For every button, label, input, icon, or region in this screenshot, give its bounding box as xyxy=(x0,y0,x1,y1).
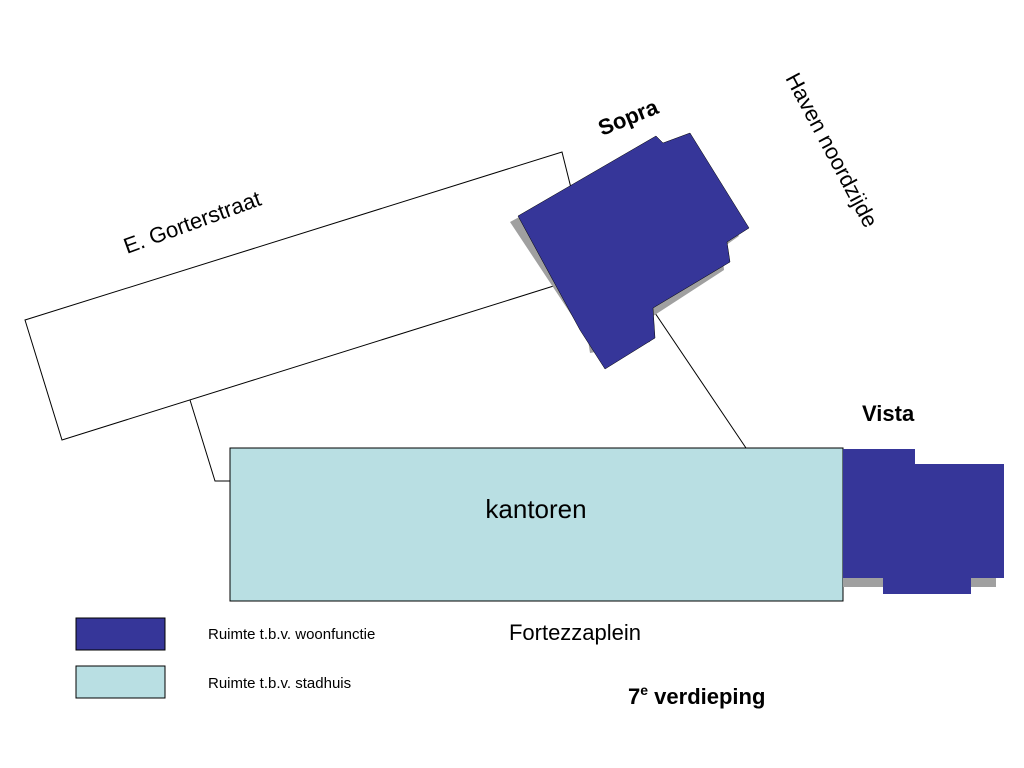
vista-building-fill xyxy=(843,449,1004,594)
legend-item-residential: Ruimte t.b.v. woonfunctie xyxy=(75,617,375,651)
legend: Ruimte t.b.v. woonfunctie Ruimte t.b.v. … xyxy=(75,617,375,699)
legend-swatch-residential xyxy=(75,617,166,651)
floor-label: 7e verdieping xyxy=(628,682,765,709)
square-label: Fortezzaplein xyxy=(509,620,641,645)
legend-label-city-hall: Ruimte t.b.v. stadhuis xyxy=(208,675,351,692)
floor-superscript: e xyxy=(640,682,648,698)
legend-swatch-city-hall xyxy=(75,665,166,699)
connector-line-east xyxy=(654,312,747,449)
sopra-building xyxy=(510,132,750,370)
offices-block xyxy=(229,447,844,602)
street-label: E. Gorterstraat xyxy=(120,186,264,259)
legend-item-city-hall: Ruimte t.b.v. stadhuis xyxy=(75,665,351,699)
slanted-building-outline xyxy=(24,151,572,441)
vista-label: Vista xyxy=(862,401,915,426)
sopra-building-fill xyxy=(517,132,750,370)
floor-number: 7 xyxy=(628,684,640,709)
offices-label: kantoren xyxy=(485,494,586,524)
floor-word: verdieping xyxy=(648,684,765,709)
sopra-label: Sopra xyxy=(595,94,663,141)
legend-label-residential: Ruimte t.b.v. woonfunctie xyxy=(208,626,375,643)
harbor-label: Haven noordzijde xyxy=(781,69,883,232)
vista-building xyxy=(843,449,1004,594)
connector-line-west xyxy=(189,399,232,482)
